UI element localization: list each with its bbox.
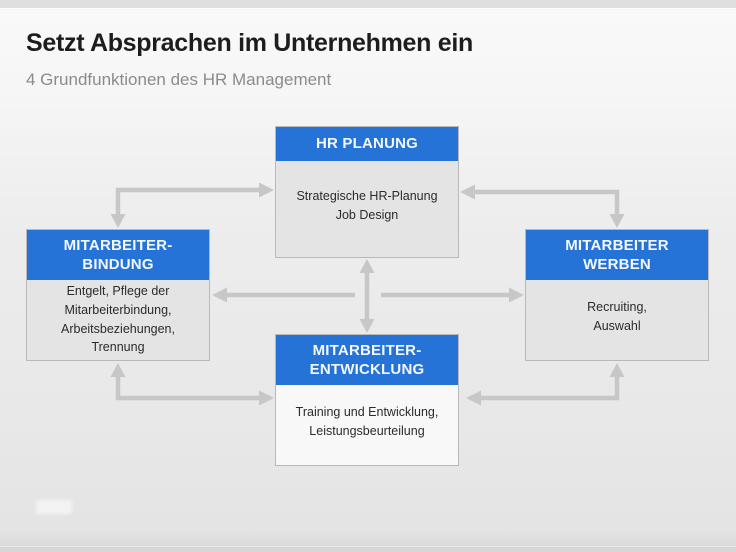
slide-subtitle: 4 Grundfunktionen des HR Management (26, 70, 332, 89)
arrow-bindung-planung (110, 182, 274, 228)
box-mitarbeiter-werben-header: MITARBEITER WERBEN (526, 230, 708, 280)
box-mitarbeiter-werben-body: Recruiting, Auswahl (587, 300, 647, 333)
box-mitarbeiterentwicklung-header: MITARBEITER- ENTWICKLUNG (276, 335, 458, 385)
arrow-bindung-werben (212, 287, 524, 303)
box-hr-planung-body: Strategische HR-Planung Job Design (296, 189, 438, 222)
watermark-smudge (36, 500, 72, 514)
box-hr-planung-header: HR PLANUNG (276, 127, 458, 161)
box-mitarbeiterentwicklung: MITARBEITER- ENTWICKLUNG Training und En… (275, 334, 459, 466)
box-hr-planung: HR PLANUNG Strategische HR-Planung Job D… (275, 126, 459, 258)
box-mitarbeiterbindung-body: Entgelt, Pflege der Mitarbeiterbindung, … (61, 284, 175, 355)
arrow-werben-entwicklung (466, 363, 625, 406)
arrow-planung-entwicklung (359, 259, 375, 333)
arrow-bindung-entwicklung (110, 363, 274, 406)
arrow-planung-werben (460, 184, 625, 228)
box-mitarbeiterentwicklung-body: Training und Entwicklung, Leistungsbeurt… (276, 385, 458, 465)
slide-bottom-edge (0, 546, 736, 552)
box-mitarbeiterbindung: MITARBEITER- BINDUNG Entgelt, Pflege der… (26, 229, 210, 361)
slide-title: Setzt Absprachen im Unternehmen ein (26, 29, 473, 57)
box-mitarbeiter-werben: MITARBEITER WERBEN Recruiting, Auswahl (525, 229, 709, 361)
slide-top-edge (0, 0, 736, 9)
box-mitarbeiterbindung-header: MITARBEITER- BINDUNG (27, 230, 209, 280)
